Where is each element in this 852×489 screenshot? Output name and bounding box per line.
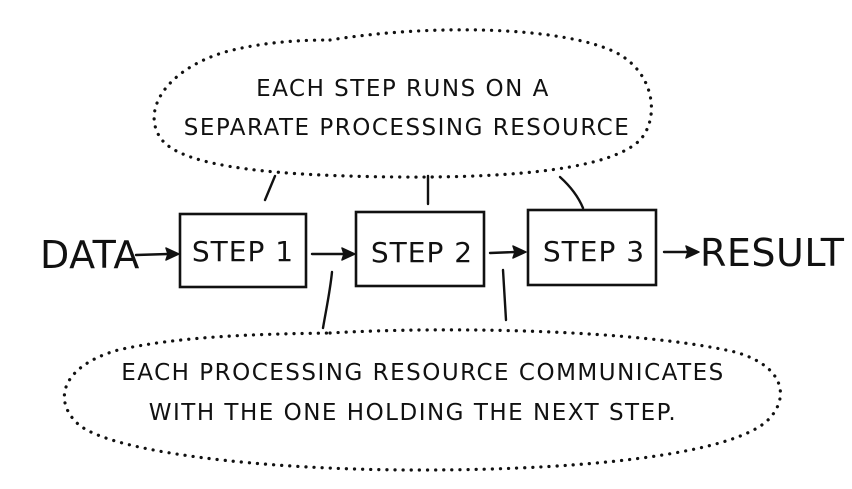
step2-box: [354, 210, 486, 288]
step1-box: [178, 212, 308, 289]
step1-label: STEP 1: [192, 235, 294, 268]
step2-label: STEP 2: [371, 236, 473, 269]
arrow-step1-to-step2-head: [341, 247, 356, 261]
bottom-connector-left: [321, 270, 334, 330]
bottom-callout-line2: WITH THE ONE HOLDING THE NEXT STEP.: [149, 400, 677, 426]
arrow-data-to-step1-head: [165, 247, 180, 261]
top-connector-step1: [263, 174, 277, 202]
arrow-data-to-step1: [134, 252, 170, 257]
input-label: DATA: [40, 233, 140, 277]
arrow-step2-to-step3: [488, 250, 517, 255]
step3-box: [526, 208, 658, 287]
bottom-connector-right: [501, 268, 508, 322]
top-callout-line2: SEPARATE PROCESSING RESOURCE: [184, 115, 631, 141]
bottom-callout-bubble: [62, 328, 783, 472]
top-connector-step3: [558, 175, 585, 210]
bottom-callout-line1: EACH PROCESSING RESOURCE COMMUNICATES: [121, 360, 725, 386]
step3-label: STEP 3: [543, 235, 645, 268]
top-callout-line1: EACH STEP RUNS ON A: [256, 76, 550, 102]
arrow-step3-to-result-head: [685, 245, 700, 259]
top-callout-bubble: [152, 28, 654, 179]
output-label: RESULT: [700, 231, 845, 275]
arrow-step2-to-step3-head: [512, 245, 527, 259]
